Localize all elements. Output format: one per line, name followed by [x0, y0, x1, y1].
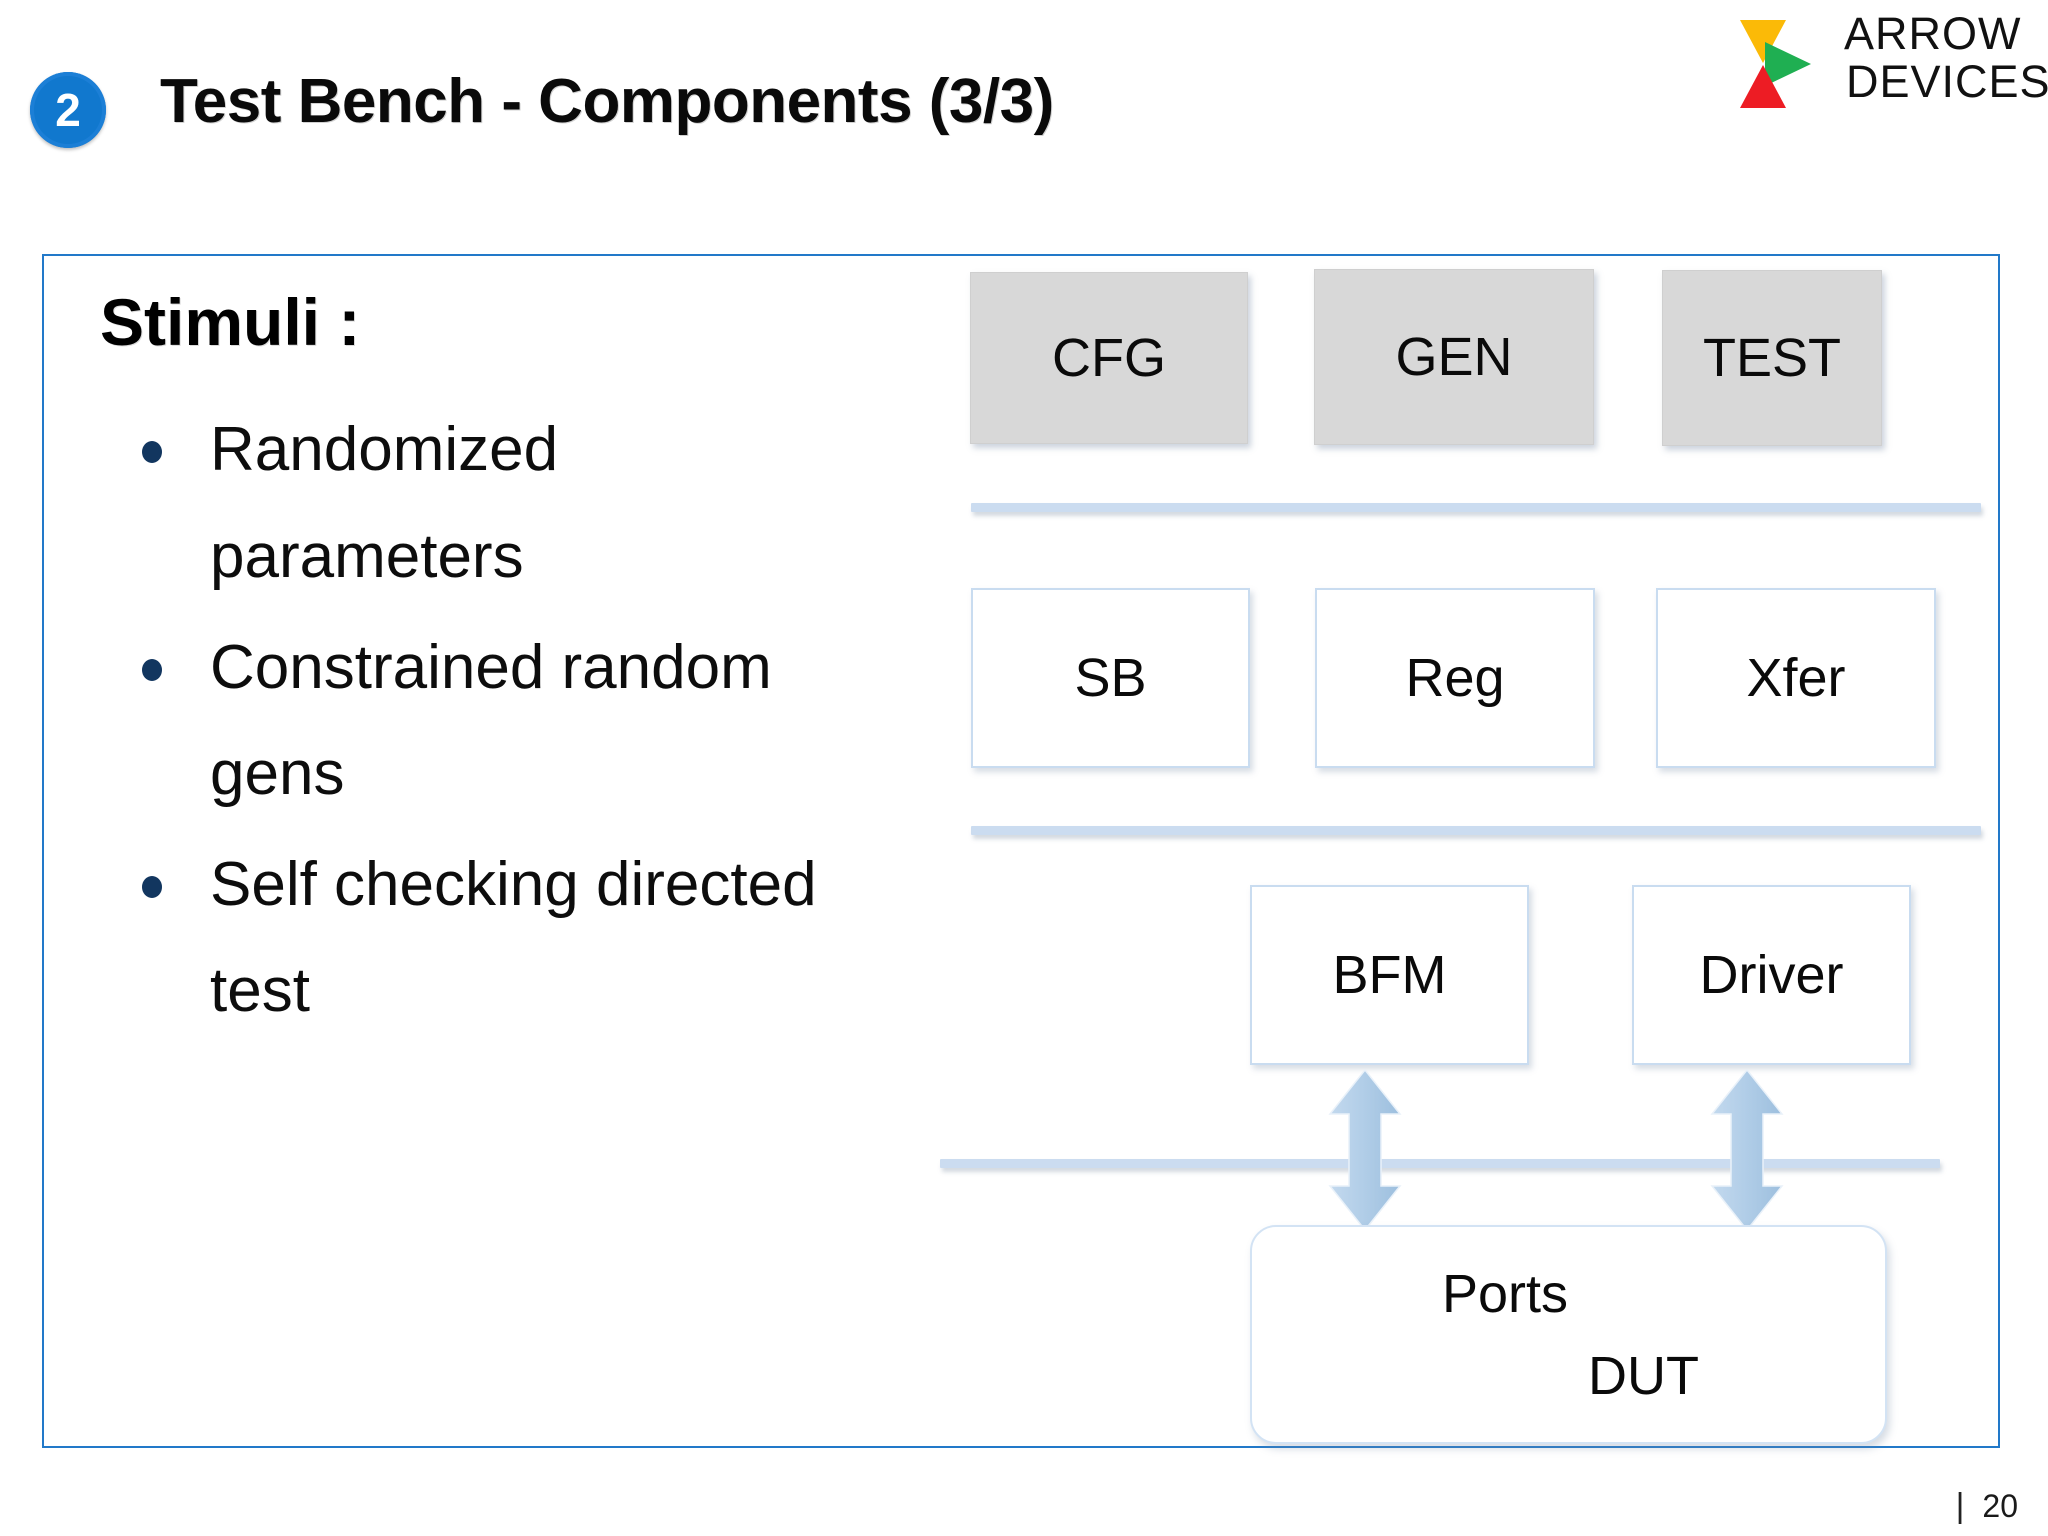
- footer-separator: |: [1955, 1487, 1965, 1525]
- diagram-box-bfm-label: BFM: [1332, 944, 1447, 1005]
- stimuli-heading: Stimuli :: [100, 285, 361, 359]
- section-number-label: 2: [55, 84, 81, 136]
- page-number: 20: [1982, 1488, 2018, 1524]
- diagram-box-test[interactable]: TEST: [1662, 270, 1882, 446]
- slide-header: 2 Test Bench - Components (3/3) ARROW DE…: [0, 0, 2048, 185]
- logo-line-2: DEVICES: [1846, 56, 2048, 107]
- list-item: Self checking directed test: [100, 832, 880, 1045]
- logo-line-1: ARROW: [1844, 8, 2022, 59]
- list-item-label: Randomized parameters: [210, 415, 559, 591]
- diagram-box-cfg-label: CFG: [1052, 327, 1166, 388]
- bullet-dot-icon: [142, 875, 162, 898]
- diagram-box-reg-label: Reg: [1405, 647, 1505, 708]
- bullet-dot-icon: [142, 658, 162, 681]
- driver-dut-double-arrow-icon[interactable]: [1704, 1068, 1790, 1232]
- diagram-box-cfg[interactable]: CFG: [970, 272, 1248, 444]
- list-item: Constrained random gens: [100, 615, 880, 828]
- stimuli-text-block: Stimuli : Randomized parameters Constrai…: [100, 285, 880, 1049]
- section-number-badge: 2: [30, 72, 106, 148]
- stimuli-bullet-list: Randomized parameters Constrained random…: [100, 397, 880, 1045]
- page-title: Test Bench - Components (3/3): [160, 67, 1054, 136]
- diagram-box-bfm[interactable]: BFM: [1250, 885, 1529, 1065]
- diagram-box-xfer[interactable]: Xfer: [1656, 588, 1936, 768]
- logo-wordmark: ARROW DEVICES: [1844, 8, 2048, 107]
- diagram-box-xfer-label: Xfer: [1746, 647, 1846, 708]
- bfm-dut-double-arrow-icon[interactable]: [1322, 1068, 1408, 1232]
- diagram-box-driver-label: Driver: [1699, 944, 1844, 1005]
- slide-footer: | 20: [1956, 1487, 2018, 1526]
- list-item: Randomized parameters: [100, 397, 880, 610]
- diagram-box-gen[interactable]: GEN: [1314, 269, 1594, 445]
- list-item-label: Constrained random gens: [210, 632, 772, 809]
- bullet-dot-icon: [142, 441, 162, 464]
- diagram-box-sb[interactable]: SB: [971, 588, 1250, 768]
- diagram-box-reg[interactable]: Reg: [1315, 588, 1595, 768]
- diagram-box-test-label: TEST: [1702, 327, 1841, 388]
- list-item-label: Self checking directed test: [210, 849, 817, 1026]
- arrow-logo-mark-icon: [1740, 20, 1811, 108]
- diagram-box-gen-label: GEN: [1395, 326, 1513, 387]
- diagram-box-driver[interactable]: Driver: [1632, 885, 1911, 1065]
- arrow-devices-logo: ARROW DEVICES: [1718, 6, 2048, 110]
- diagram-box-sb-label: SB: [1074, 647, 1147, 708]
